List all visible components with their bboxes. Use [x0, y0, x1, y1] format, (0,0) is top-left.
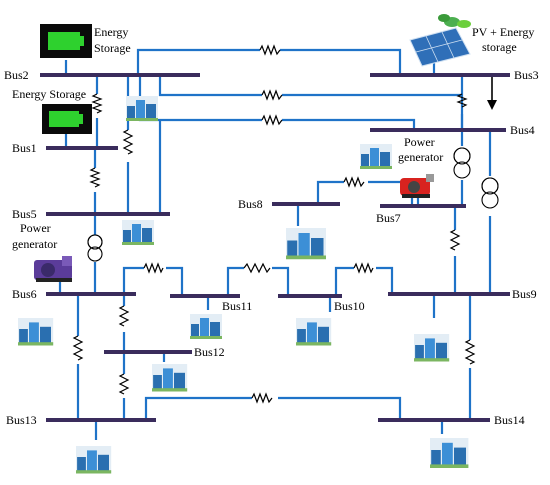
energy-storage-left-label: Energy Storage [12, 87, 86, 101]
building-icon [76, 446, 112, 474]
bus-14-label: Bus14 [494, 413, 525, 427]
bus-2-label: Bus2 [4, 68, 29, 82]
bus-6-label: Bus6 [12, 287, 37, 301]
bus-11-label: Bus11 [222, 299, 252, 313]
pv-storage-label-line1: PV + Energy [472, 25, 534, 39]
bus-12-label: Bus12 [194, 345, 225, 359]
resistor-icon [72, 335, 84, 361]
generator-icon [34, 256, 72, 282]
bus-8-label: Bus8 [238, 197, 263, 211]
building-icon [126, 96, 158, 121]
pv-storage-label-line2: storage [482, 40, 517, 54]
power-generator-left-label-line2: generator [12, 237, 57, 251]
resistor-icon [251, 392, 273, 404]
resistors [72, 44, 476, 404]
bus-7-label: Bus7 [376, 211, 401, 225]
bus-10-label: Bus10 [334, 299, 365, 313]
transformer-icon [481, 177, 499, 209]
resistor-icon [261, 89, 283, 101]
building-icon [190, 314, 222, 339]
bus-9-label: Bus9 [512, 287, 537, 301]
bus-labels: Bus2 Bus3 Bus1 Bus4 Bus5 Bus8 Bus7 Bus6 … [4, 68, 539, 427]
resistor-icon [353, 262, 374, 274]
bus-bars [40, 73, 510, 422]
bus-5-label: Bus5 [12, 207, 37, 221]
building-icon [414, 334, 450, 362]
power-generator-label-line2: generator [398, 150, 443, 164]
building-icon [296, 318, 332, 346]
generator-icon [400, 174, 434, 198]
resistor-icon [118, 373, 130, 395]
resistor-icon [449, 229, 461, 251]
bus-13-label: Bus13 [6, 413, 37, 427]
transformer-icon [453, 147, 471, 179]
power-generator-left-label-line1: Power [20, 221, 51, 235]
transformer-icon [87, 234, 103, 262]
bus-1-label: Bus1 [12, 141, 37, 155]
resistor-icon [118, 305, 130, 327]
building-icon [360, 144, 392, 169]
resistor-icon [243, 262, 271, 274]
resistor-icon [259, 44, 281, 56]
device-labels: Energy Storage Energy Storage PV + Energ… [12, 25, 534, 251]
resistor-icon [261, 114, 283, 126]
bus-3-label: Bus3 [514, 68, 539, 82]
power-generator-label-line1: Power [404, 135, 435, 149]
bus-4-label: Bus4 [510, 123, 535, 137]
energy-storage-label-line2: Storage [94, 41, 131, 55]
building-icon [286, 228, 326, 260]
resistor-icon [456, 93, 468, 108]
resistor-icon [464, 339, 476, 365]
energy-storage-label-line1: Energy [94, 25, 128, 39]
transmission-lines [58, 48, 492, 440]
building-icon [152, 364, 188, 392]
battery-icon [42, 104, 92, 134]
solar-panel-icon [409, 14, 471, 67]
resistor-icon [89, 167, 101, 188]
load-arrow-icon [487, 75, 497, 110]
resistor-icon [343, 176, 365, 188]
building-icon [122, 220, 154, 245]
resistor-icon [143, 262, 164, 274]
building-icon [18, 318, 54, 346]
building-icon [430, 438, 469, 468]
transformers [87, 147, 499, 262]
battery-icon [40, 24, 92, 58]
resistor-icon [122, 129, 134, 155]
resistor-icon [91, 93, 103, 114]
